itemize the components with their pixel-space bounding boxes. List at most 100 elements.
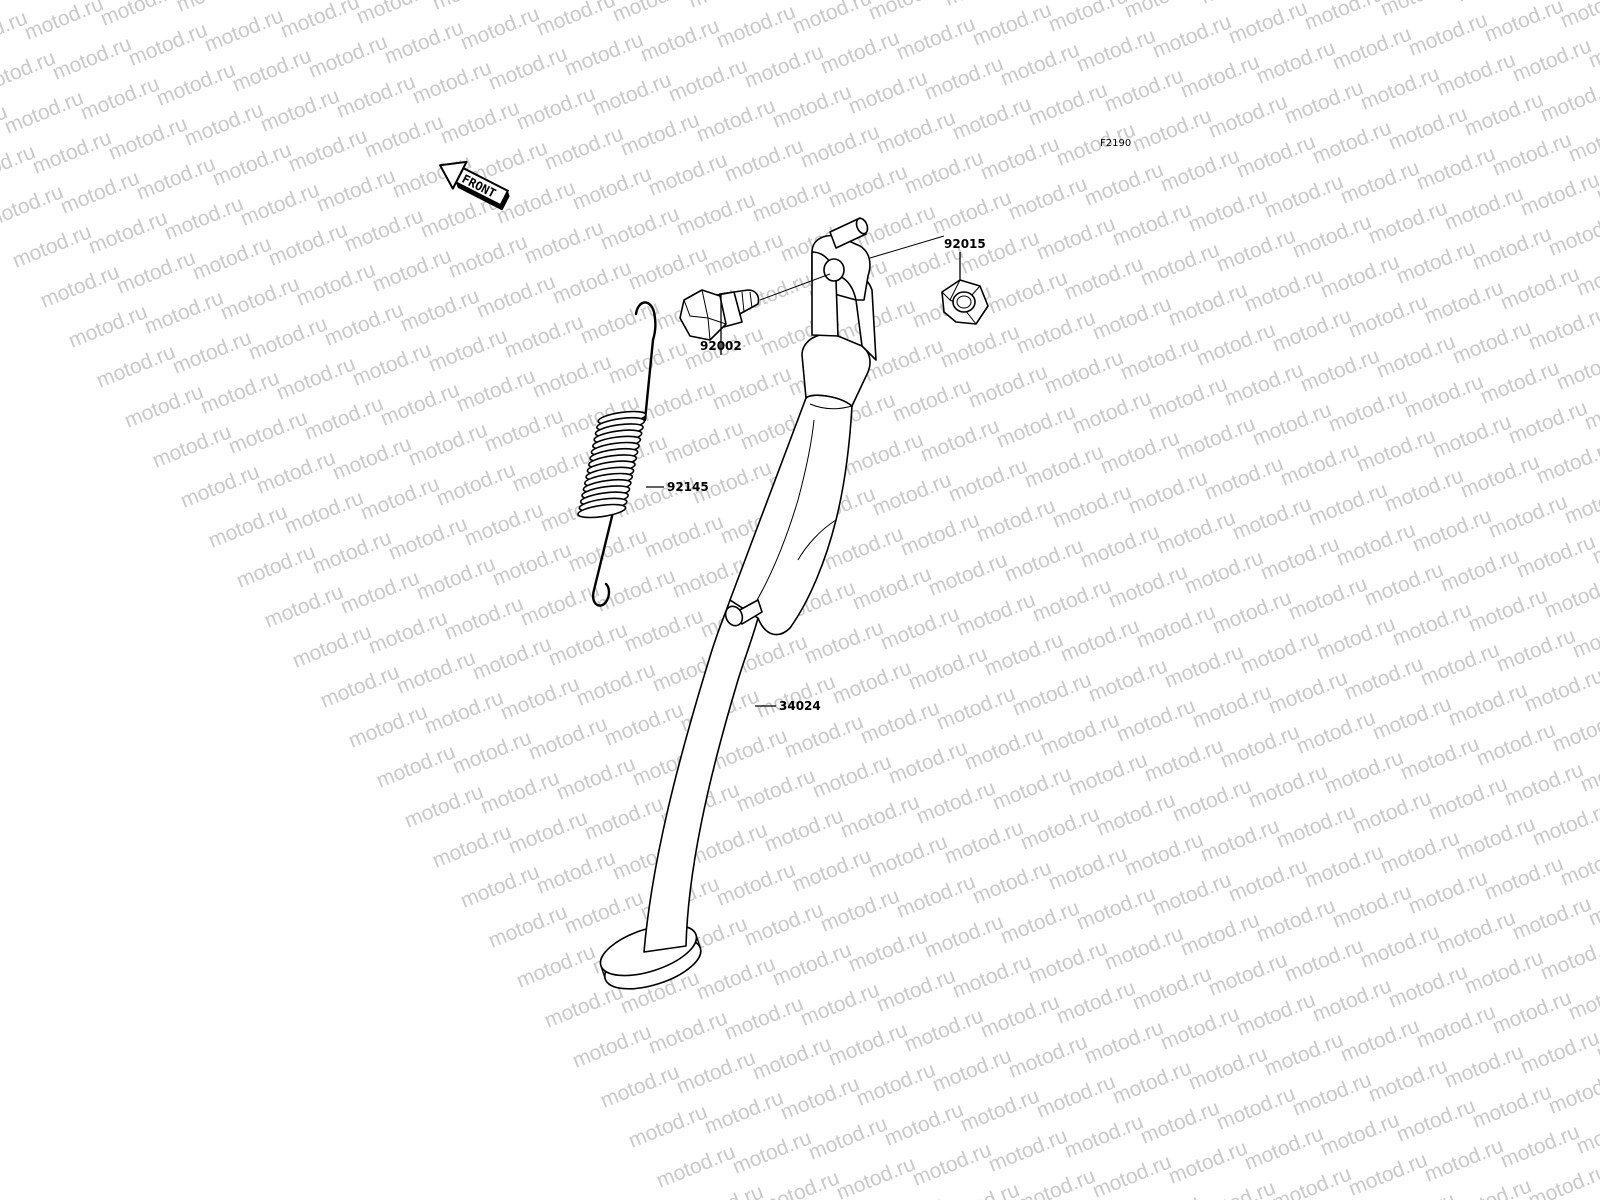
watermark-text: motod.ru — [197, 366, 282, 418]
watermark-text: motod.ru — [265, 218, 350, 270]
watermark-text: motod.ru — [1101, 922, 1186, 974]
watermark-text: motod.ru — [1401, 370, 1486, 422]
watermark-text: motod.ru — [1129, 962, 1214, 1014]
watermark-text: motod.ru — [973, 494, 1058, 546]
watermark-text: motod.ru — [909, 1138, 994, 1190]
watermark-text: motod.ru — [1237, 626, 1322, 678]
watermark-text: motod.ru — [713, 858, 798, 910]
watermark-text: motod.ru — [1169, 774, 1254, 826]
watermark-text: motod.ru — [1449, 316, 1534, 368]
watermark-text: motod.ru — [1277, 438, 1362, 490]
watermark-text: motod.ru — [501, 310, 586, 362]
watermark-text: motod.ru — [549, 256, 634, 308]
watermark-text: motod.ru — [409, 56, 494, 108]
watermark-text: motod.ru — [921, 910, 1006, 962]
watermark-text: motod.ru — [701, 1086, 786, 1138]
watermark-text: motod.ru — [149, 420, 234, 472]
watermark-text: motod.ru — [901, 1004, 986, 1056]
watermark-text: motod.ru — [857, 696, 942, 748]
watermark-text: motod.ru — [1361, 558, 1446, 610]
watermark-text: motod.ru — [1537, 74, 1600, 126]
watermark-text: motod.ru — [1197, 814, 1282, 866]
watermark-text: motod.ru — [729, 1126, 814, 1178]
watermark-text: motod.ru — [1505, 396, 1590, 448]
watermark-text: motod.ru — [1437, 544, 1522, 596]
watermark-text: motod.ru — [1253, 894, 1338, 946]
watermark-text: motod.ru — [845, 924, 930, 976]
watermark-text: motod.ru — [933, 682, 1018, 734]
watermark-text: motod.ru — [1205, 90, 1290, 142]
watermark-text: motod.ru — [497, 672, 582, 724]
watermark-text: motod.ru — [749, 1032, 834, 1084]
watermark-text: motod.ru — [1421, 276, 1506, 328]
watermark-text: motod.ru — [1469, 222, 1554, 274]
watermark-text: motod.ru — [1309, 116, 1394, 168]
watermark-text: motod.ru — [237, 178, 322, 230]
watermark-text: motod.ru — [1477, 356, 1562, 408]
watermark-text: motod.ru — [453, 364, 538, 416]
watermark-text: motod.ru — [801, 616, 886, 668]
label-side-stand: 34024 — [779, 699, 821, 713]
watermark-text: motod.ru — [941, 816, 1026, 868]
watermark-text: motod.ru — [681, 1180, 766, 1200]
watermark-text: motod.ru — [1481, 852, 1566, 904]
watermark-text: motod.ru — [1145, 372, 1230, 424]
axis-bracket-nut — [869, 235, 945, 259]
watermark-text: motod.ru — [477, 766, 562, 818]
watermark-text: motod.ru — [1065, 748, 1150, 800]
watermark-text: motod.ru — [1489, 986, 1574, 1038]
watermark-text: motod.ru — [1493, 624, 1578, 676]
watermark-text: motod.ru — [1481, 0, 1566, 47]
figure-code: F2190 — [1100, 138, 1131, 149]
watermark-text: motod.ru — [897, 508, 982, 560]
watermark-text: motod.ru — [373, 740, 458, 792]
watermark-text: motod.ru — [229, 44, 314, 96]
watermark-text: motod.ru — [1545, 208, 1600, 260]
watermark-text: motod.ru — [1241, 264, 1326, 316]
watermark-text: motod.ru — [597, 202, 682, 254]
watermark-text: motod.ru — [1373, 1188, 1458, 1200]
watermark-text: motod.ru — [1537, 932, 1600, 984]
watermark-text: motod.ru — [461, 498, 546, 550]
watermark-text: motod.ru — [1301, 840, 1386, 892]
watermark-text: motod.ru — [513, 940, 598, 992]
watermark-text: motod.ru — [529, 350, 614, 402]
watermark-text: motod.ru — [845, 66, 930, 118]
spring-part — [577, 301, 657, 607]
watermark-text: motod.ru — [1173, 412, 1258, 464]
spring-coils — [577, 410, 647, 519]
watermark-text: motod.ru — [553, 752, 638, 804]
watermark-text: motod.ru — [825, 160, 910, 212]
watermark-text: motod.ru — [1017, 802, 1102, 854]
watermark-text: motod.ru — [1469, 1080, 1554, 1132]
watermark-text: motod.ru — [625, 1100, 710, 1152]
watermark-text: motod.ru — [1549, 704, 1600, 756]
watermark-text: motod.ru — [1453, 812, 1538, 864]
watermark-text: motod.ru — [1269, 304, 1354, 356]
watermark-text: motod.ru — [1233, 988, 1318, 1040]
watermark-text: motod.ru — [513, 82, 598, 134]
watermark-text: motod.ru — [93, 340, 178, 392]
watermark-text: motod.ru — [1013, 306, 1098, 358]
watermark-text: motod.ru — [413, 552, 498, 604]
watermark-text: motod.ru — [829, 656, 914, 708]
label-nut: 92015 — [944, 237, 986, 251]
watermark-text: motod.ru — [1345, 290, 1430, 342]
watermark-text: motod.ru — [261, 580, 346, 632]
watermark-text: motod.ru — [693, 94, 778, 146]
watermark-text: motod.ru — [1213, 224, 1298, 276]
watermark-text: motod.ru — [457, 860, 542, 912]
watermark-text: motod.ru — [1193, 1176, 1278, 1200]
watermark-text: motod.ru — [945, 454, 1030, 506]
watermark-text: motod.ru — [181, 98, 266, 150]
watermark-text: motod.ru — [85, 206, 170, 258]
bolt-part — [679, 289, 760, 341]
watermark-text: motod.ru — [1497, 1120, 1582, 1172]
watermark-text: motod.ru — [1345, 1148, 1430, 1200]
watermark-text: motod.ru — [969, 0, 1054, 51]
watermark-text: motod.ru — [521, 216, 606, 268]
watermark-text: motod.ru — [769, 938, 854, 990]
watermark-text: motod.ru — [317, 660, 402, 712]
watermark-text: motod.ru — [333, 70, 418, 122]
watermark-text: motod.ru — [1561, 476, 1600, 528]
